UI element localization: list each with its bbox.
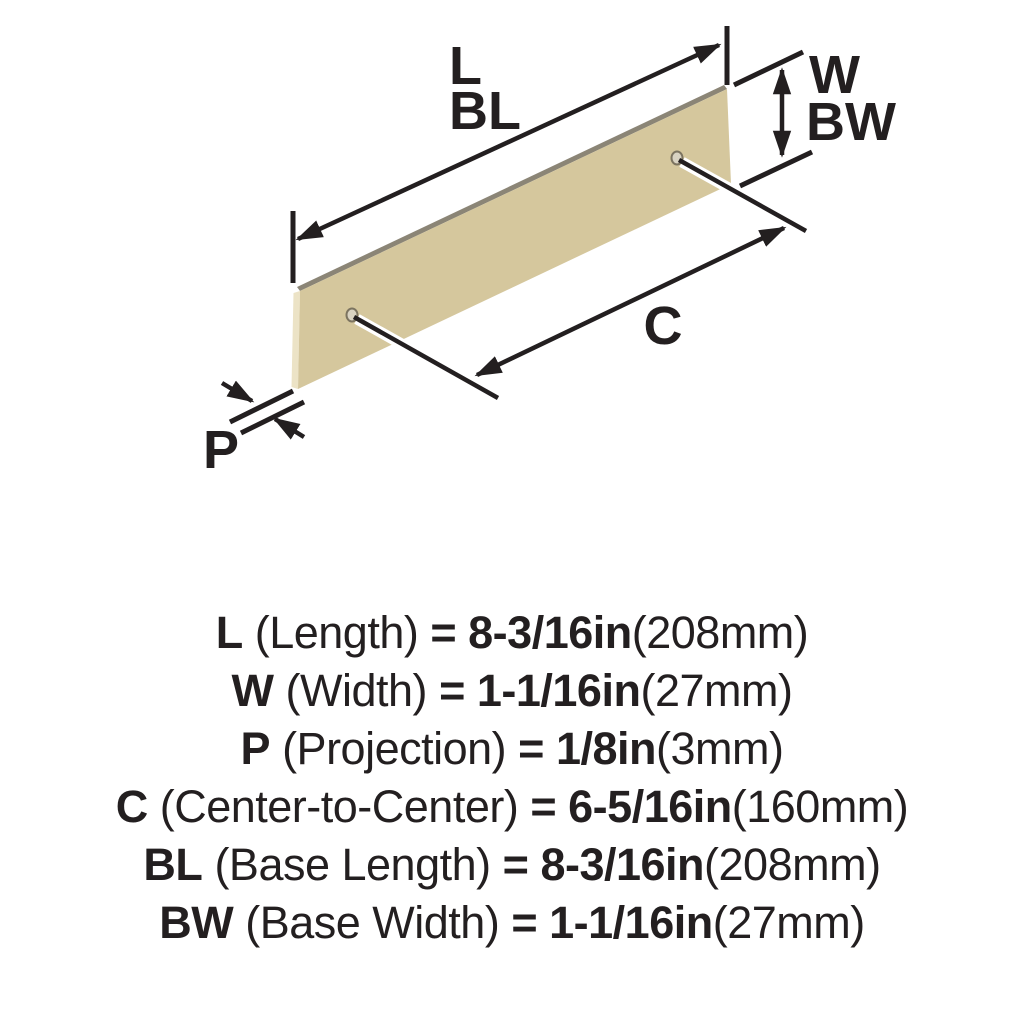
spec-name: (Base Length) [214, 839, 491, 890]
spec-code: L [215, 607, 244, 658]
spec-inches: 8-3/16in [468, 607, 632, 658]
spec-metric: (160mm) [731, 781, 909, 832]
spec-row-length: L (Length) = 8-3/16in(208mm) [0, 604, 1024, 662]
spec-inches: 1-1/16in [476, 665, 641, 716]
spec-inches: 1-1/16in [549, 897, 713, 948]
spec-code: BL [143, 839, 203, 890]
spec-metric: (208mm) [704, 839, 881, 890]
projection-plane-line-1 [228, 388, 295, 425]
dim-width: W BW [732, 45, 896, 189]
leader-line-left [352, 315, 500, 400]
spec-equals: = [511, 897, 538, 948]
dim-center-to-center: C [474, 225, 787, 378]
spec-list: L (Length) = 8-3/16in(208mm) W (Width) =… [0, 604, 1024, 952]
projection-plane-line-2 [239, 399, 306, 436]
label-length: L [449, 36, 482, 96]
spec-name: (Projection) [282, 723, 507, 774]
spec-equals: = [430, 607, 457, 658]
label-center-to-center: C [644, 296, 683, 356]
backplate-side-edge [291, 291, 300, 389]
spec-code: BW [159, 897, 234, 948]
spec-code: P [240, 723, 271, 774]
dim-length-line [295, 42, 722, 242]
label-projection: P [203, 420, 239, 480]
spec-equals: = [518, 723, 544, 774]
spec-row-center-to-center: C (Center-to-Center) = 6-5/16in(160mm) [0, 778, 1024, 836]
spec-name: (Width) [285, 665, 428, 716]
spec-equals: = [530, 781, 557, 832]
dim-width-tick-bottom [738, 149, 814, 189]
label-base-length: BL [449, 81, 521, 141]
dim-length: L BL [290, 26, 730, 283]
spec-inches: 1/8in [555, 723, 657, 774]
spec-equals: = [502, 839, 529, 890]
spec-inches: 8-3/16in [540, 839, 705, 890]
projection-arrow-upper [220, 380, 255, 403]
spec-row-base-width: BW (Base Width) = 1-1/16in(27mm) [0, 894, 1024, 952]
label-width: W [809, 45, 860, 105]
dim-projection: P [203, 380, 306, 480]
spec-metric: (27mm) [712, 897, 866, 948]
spec-name: (Base Width) [245, 897, 500, 948]
spec-metric: (3mm) [656, 723, 784, 774]
dim-center-line [474, 225, 787, 378]
spec-name: (Center-to-Center) [159, 781, 519, 832]
spec-name: (Length) [254, 607, 419, 658]
label-base-width: BW [806, 92, 896, 152]
spec-row-projection: P (Projection) = 1/8in(3mm) [0, 720, 1024, 778]
spec-metric: (27mm) [640, 665, 793, 716]
spec-row-base-length: BL (Base Length) = 8-3/16in(208mm) [0, 836, 1024, 894]
diagram-canvas: L BL W BW C P [203, 26, 896, 480]
spec-equals: = [439, 665, 465, 716]
spec-code: W [231, 665, 274, 716]
dim-width-tick-top [732, 49, 805, 88]
spec-code: C [115, 781, 149, 832]
spec-inches: 6-5/16in [568, 781, 732, 832]
projection-arrow-lower [272, 417, 306, 440]
spec-row-width: W (Width) = 1-1/16in(27mm) [0, 662, 1024, 720]
spec-metric: (208mm) [631, 607, 809, 658]
